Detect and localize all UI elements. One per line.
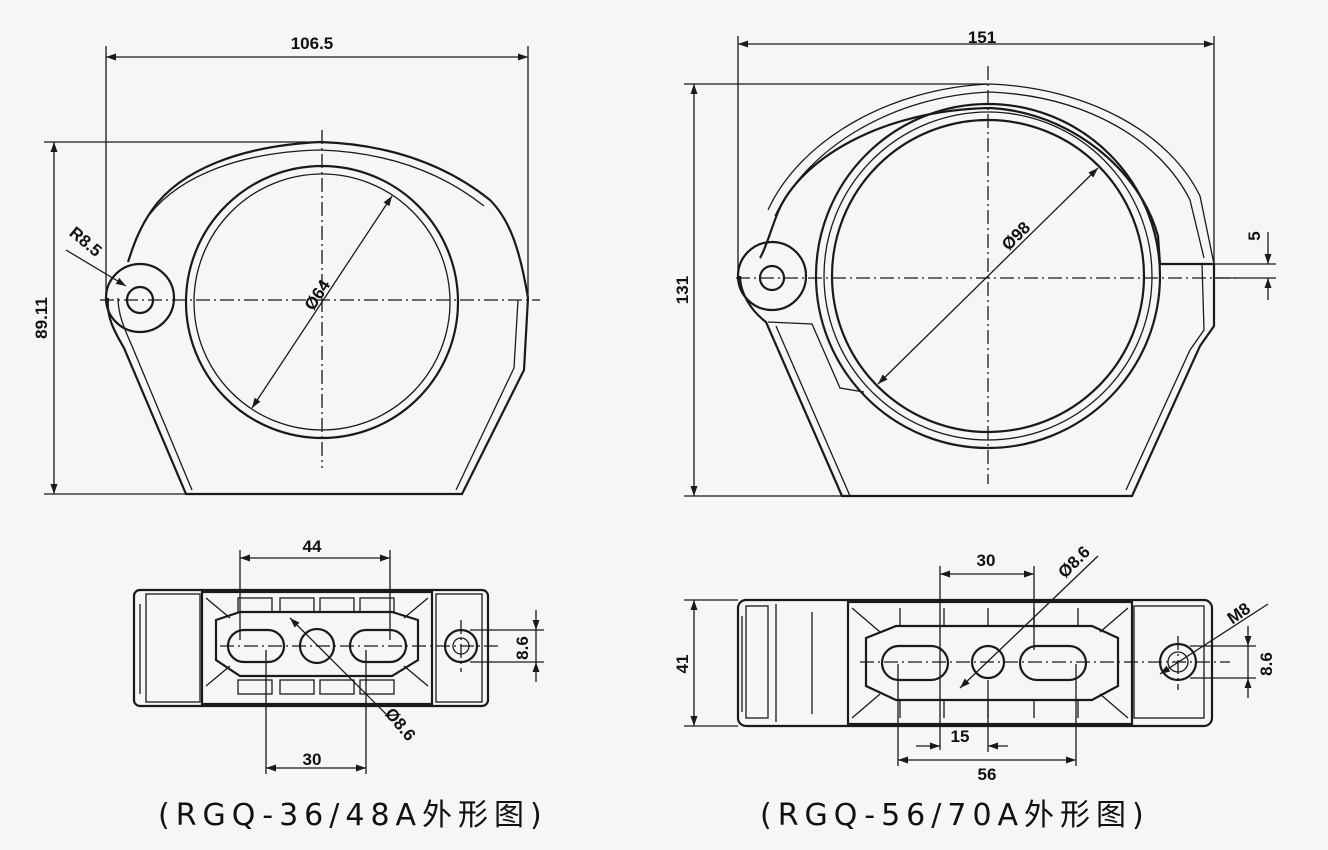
- right-pivot-boss: [736, 240, 808, 312]
- left-bottom-bottom-dim: 30: [303, 750, 322, 769]
- right-drawing-caption: (RGQ-56/70A外形图): [760, 798, 1150, 833]
- right-width-label: 151: [968, 28, 996, 47]
- left-hole-diameter-label: Ø64: [301, 276, 335, 314]
- right-housing-outline: [738, 106, 1216, 498]
- left-width-label: 106.5: [291, 34, 334, 53]
- left-base-rib-frame: [200, 590, 434, 706]
- left-bottom-hole-dim: Ø8.6: [381, 704, 419, 744]
- right-height-label: 131: [673, 276, 692, 304]
- right-slot-right: [1018, 644, 1088, 682]
- right-front-view: 151 131 5 Ø98: [673, 28, 1276, 498]
- right-gap-label: 5: [1245, 231, 1264, 240]
- right-bottom-top-dim: 30: [977, 551, 996, 570]
- left-drawing-caption: (RGQ-36/48A外形图): [158, 798, 548, 833]
- right-bottom-view: 30 Ø8.6 M8 41 8.6 15 56: [673, 542, 1276, 784]
- left-pivot-boss: [104, 262, 176, 334]
- left-bottom-view: 44 30 8.6 Ø8.6: [132, 537, 544, 774]
- right-bottom-inner-dim: 15: [951, 727, 970, 746]
- right-bottom-hole-dim: Ø8.6: [1054, 542, 1093, 581]
- right-bottom-height-right-dim: 8.6: [1257, 652, 1276, 676]
- right-slot-left: [880, 644, 950, 682]
- left-height-label: 89.11: [32, 297, 51, 339]
- left-housing-outline: [106, 140, 530, 496]
- right-bottom-thread-dim: M8: [1224, 599, 1254, 628]
- right-hole-diameter-label: Ø98: [998, 218, 1034, 254]
- left-radius-label: R8.5: [66, 223, 106, 261]
- right-bottom-height-left-dim: 41: [673, 655, 692, 674]
- right-base-outline: [736, 598, 1214, 728]
- left-bottom-top-dim: 44: [303, 537, 322, 556]
- left-bottom-height-dim: 8.6: [513, 636, 532, 660]
- left-front-view: 106.5 89.11 R8.5 Ø64: [32, 34, 540, 496]
- right-base-rib-frame: [846, 600, 1134, 726]
- left-base-outline: [132, 588, 490, 708]
- right-bottom-bottom-dim: 56: [978, 765, 997, 784]
